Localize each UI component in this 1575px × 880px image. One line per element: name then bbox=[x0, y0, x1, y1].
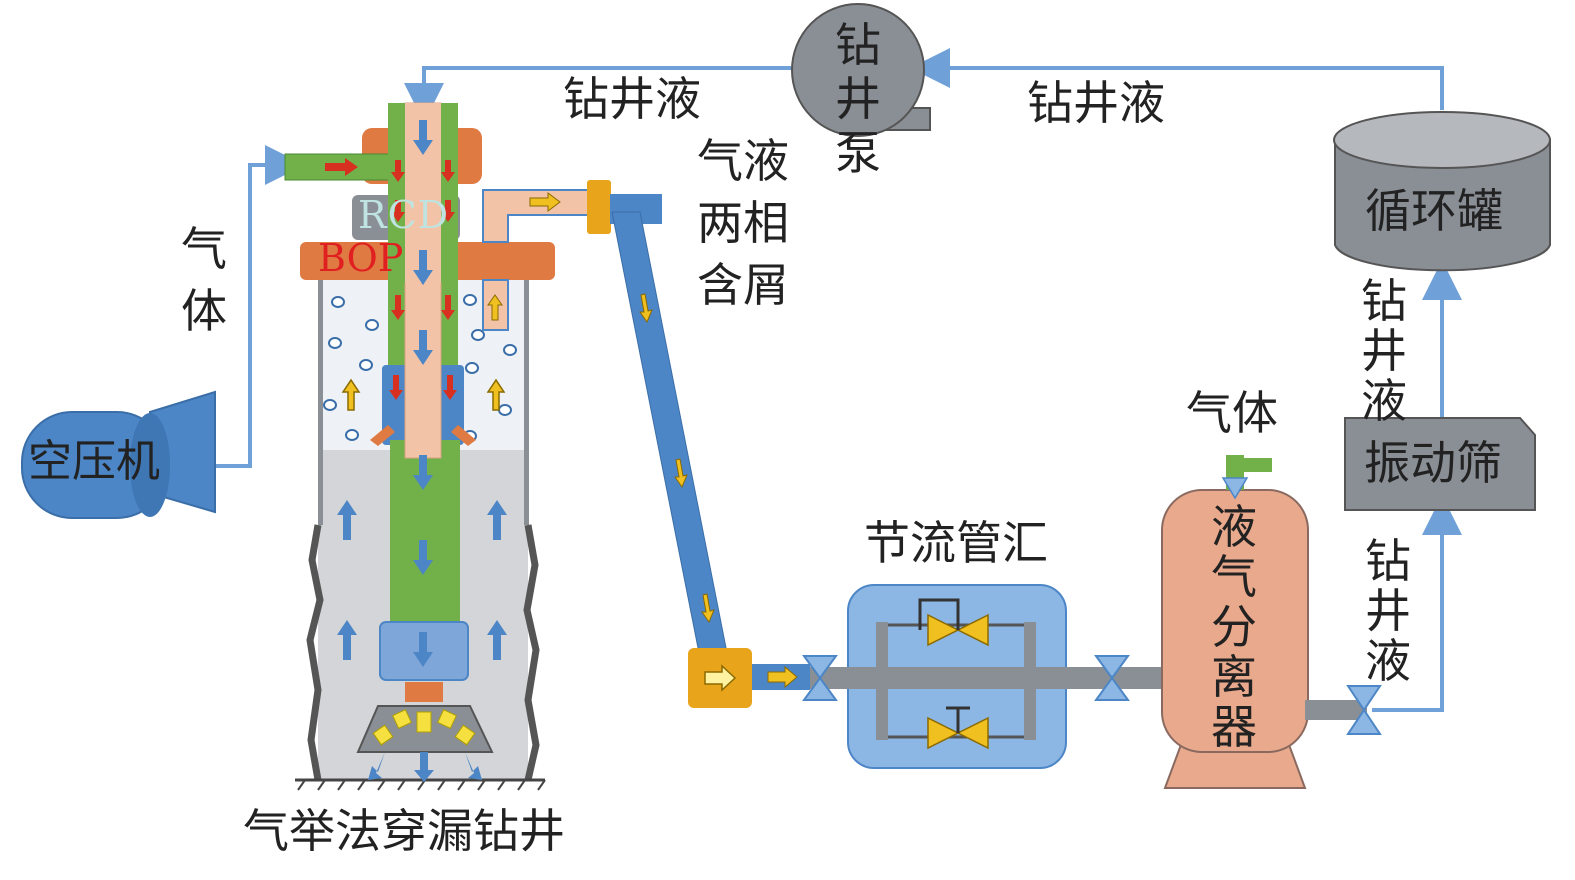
fluid-separator-to-shaker-label: 钻 井 液 bbox=[1365, 534, 1411, 688]
two-phase-label: 气液 两相 含屑 bbox=[697, 134, 789, 312]
gas-supply-line bbox=[215, 145, 305, 468]
wellhead bbox=[284, 103, 611, 331]
fluid-shaker-to-tank-label: 钻 井 液 bbox=[1361, 274, 1407, 428]
choke-manifold bbox=[802, 584, 1170, 769]
shaker-label: 振动筛 bbox=[1364, 436, 1502, 490]
drilling-pump bbox=[791, 3, 931, 137]
gas-supply-label: 气 体 bbox=[181, 222, 227, 338]
fluid-to-well-line bbox=[404, 66, 792, 123]
rcd-label: RCD bbox=[358, 193, 450, 237]
tank-label: 循环罐 bbox=[1365, 184, 1503, 238]
separator-to-shaker-line bbox=[1372, 495, 1462, 712]
separator-gas-label: 气体 bbox=[1186, 386, 1278, 440]
fluid-to-pump-line bbox=[910, 48, 1444, 110]
gas-liquid-separator bbox=[1161, 455, 1382, 789]
fluid-to-well-label: 钻井液 bbox=[563, 72, 701, 126]
diagram-title: 气举法穿漏钻井 bbox=[243, 804, 565, 858]
fluid-to-pump-label: 钻井液 bbox=[1027, 76, 1165, 130]
return-line bbox=[610, 194, 810, 708]
choke-manifold-label: 节流管汇 bbox=[864, 516, 1048, 570]
shale-shaker bbox=[1344, 417, 1536, 511]
annulus-up-arrows-yellow bbox=[341, 378, 506, 411]
air-compressor bbox=[21, 390, 216, 519]
circulation-tank bbox=[1333, 111, 1551, 272]
annulus-up-arrows-blue bbox=[337, 500, 507, 660]
bop-label: BOP bbox=[318, 236, 404, 280]
separator-label: 液 气 分 离 器 bbox=[1211, 500, 1257, 754]
flow-lines bbox=[215, 48, 1462, 712]
compressor-label: 空压机 bbox=[28, 436, 160, 487]
pump-label: 钻井 泵 bbox=[835, 18, 881, 180]
